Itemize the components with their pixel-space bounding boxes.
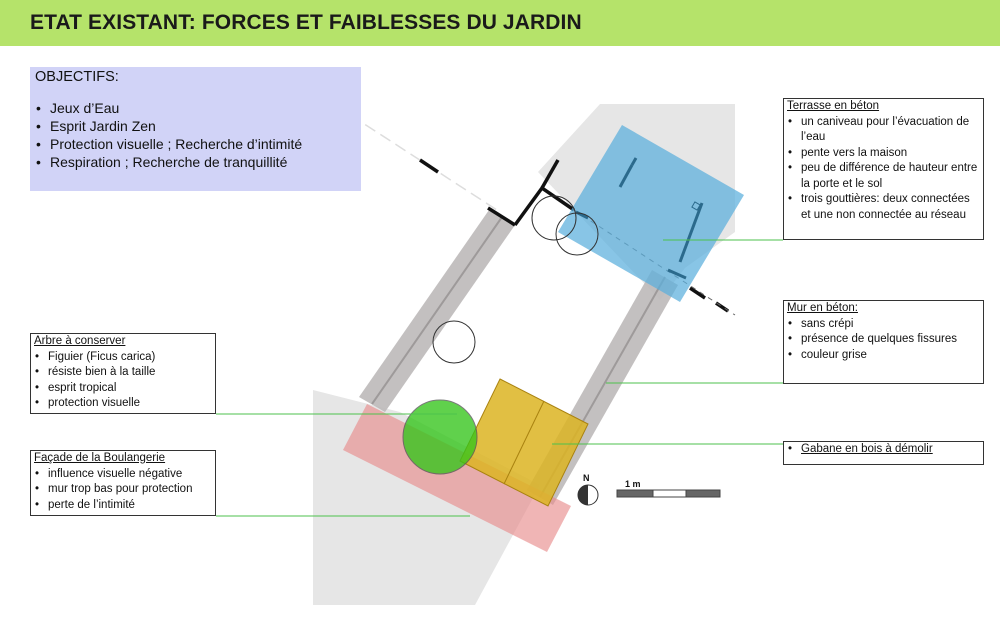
annotation-list: un caniveau pour l’évacuation de l’eau p…	[787, 115, 980, 224]
reference-circle-3	[432, 320, 476, 364]
annotation-list: Gabane en bois à démolir	[787, 442, 980, 458]
page-title: ETAT EXISTANT: FORCES ET FAIBLESSES DU J…	[30, 11, 582, 34]
objective-item: Protection visuelle ; Recherche d’intimi…	[35, 135, 356, 153]
bakery-facade	[343, 404, 571, 552]
annotation-item: trois gouttières: deux connectées et une…	[787, 192, 980, 223]
annotation-facade: Façade de la Boulangerie influence visue…	[30, 450, 216, 516]
scale-label: 1 m	[625, 479, 641, 489]
leader-lines	[216, 239, 783, 517]
north-label: N	[583, 473, 590, 483]
annotation-item: pente vers la maison	[787, 146, 980, 162]
objectives-list: Jeux d’Eau Esprit Jardin Zen Protection …	[35, 99, 356, 171]
annotation-item: présence de quelques fissures	[787, 332, 980, 348]
shed-divider	[503, 400, 545, 485]
title-bar: ETAT EXISTANT: FORCES ET FAIBLESSES DU J…	[0, 0, 1000, 46]
annotation-item: résiste bien à la taille	[34, 365, 212, 381]
annotation-title: Terrasse en béton	[787, 100, 880, 112]
annotation-item: esprit tropical	[34, 381, 212, 397]
reference-circle-2	[555, 212, 599, 256]
annotation-title: Mur en béton:	[787, 302, 858, 314]
annotation-list: influence visuelle négative mur trop bas…	[34, 467, 212, 514]
annotation-terrasse: Terrasse en béton un caniveau pour l’éva…	[783, 98, 984, 240]
annotation-item: couleur grise	[787, 348, 980, 364]
annotation-title: Arbre à conserver	[34, 335, 126, 347]
fig-tree	[402, 399, 478, 475]
annotation-list: Figuier (Ficus carica) résiste bien à la…	[34, 350, 212, 412]
annotation-list: sans crépi présence de quelques fissures…	[787, 317, 980, 364]
annotation-item: sans crépi	[787, 317, 980, 333]
boundary-marks	[419, 158, 729, 313]
annotation-item: Figuier (Ficus carica)	[34, 350, 212, 366]
reference-circle-1	[531, 195, 577, 241]
objective-item: Jeux d’Eau	[35, 99, 356, 117]
north-arrow-icon	[577, 484, 599, 506]
annotation-item: protection visuelle	[34, 396, 212, 412]
scale-bar	[616, 489, 721, 498]
annotation-gabane: Gabane en bois à démolir	[783, 441, 984, 465]
annotation-item: mur trop bas pour protection	[34, 482, 212, 498]
left-wall-line	[371, 216, 503, 405]
annotation-item: un caniveau pour l’évacuation de l’eau	[787, 115, 980, 146]
objective-item: Respiration ; Recherche de tranquillité	[35, 153, 356, 171]
annotation-item: Gabane en bois à démolir	[787, 442, 980, 458]
annotation-item: influence visuelle négative	[34, 467, 212, 483]
concrete-terrace	[558, 125, 744, 302]
annotation-arbre: Arbre à conserver Figuier (Ficus carica)…	[30, 333, 216, 414]
objectives-box: OBJECTIFS: Jeux d’Eau Esprit Jardin Zen …	[30, 67, 361, 191]
annotation-mur: Mur en béton: sans crépi présence de que…	[783, 300, 984, 384]
drain-grate	[691, 201, 701, 211]
objective-item: Esprit Jardin Zen	[35, 117, 356, 135]
property-line-dash	[334, 104, 501, 213]
annotation-item: perte de l’intimité	[34, 498, 212, 514]
annotation-item: peu de différence de hauteur entre la po…	[787, 161, 980, 192]
annotation-title: Façade de la Boulangerie	[34, 452, 166, 464]
objectives-title: OBJECTIFS:	[35, 69, 119, 85]
